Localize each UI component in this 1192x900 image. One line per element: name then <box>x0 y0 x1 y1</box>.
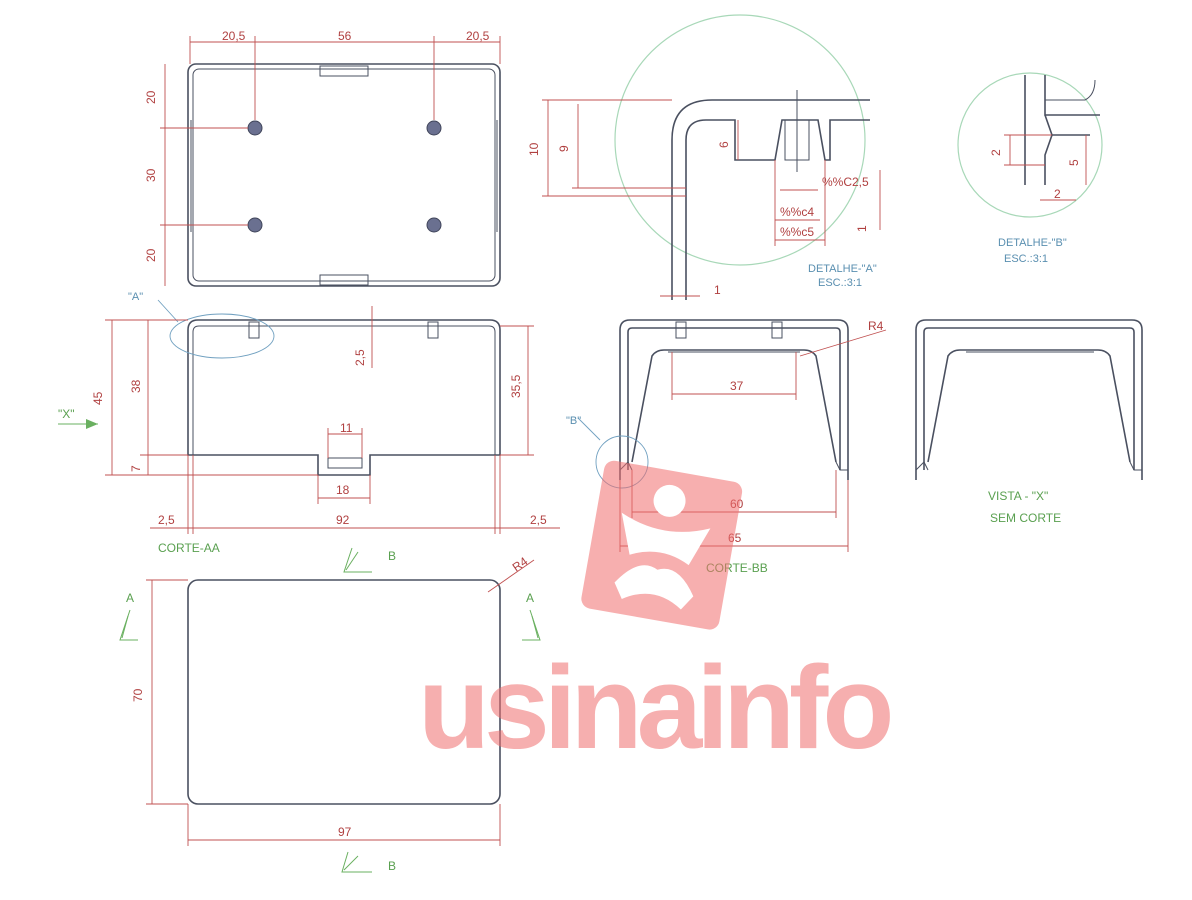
section-marker-b-bottom: B <box>388 859 396 873</box>
dim-20-bottom: 20 <box>144 248 158 262</box>
screw-hole <box>426 120 442 136</box>
dim-c4: %%c4 <box>780 205 814 219</box>
dim-38: 38 <box>129 379 143 393</box>
watermark-text: usinainfo <box>418 642 890 774</box>
dim-11: 11 <box>340 421 353 435</box>
dim-1-right: 1 <box>855 225 869 232</box>
dim-20-top: 20 <box>144 90 158 104</box>
detail-a-title: DETALHE-"A" <box>808 263 877 275</box>
dim-20-5-left: 20,5 <box>222 29 246 43</box>
section-aa-title: CORTE-AA <box>158 541 220 555</box>
dim-c2-5: %%C2,5 <box>822 175 869 189</box>
section-marker-a-left: A <box>126 591 134 605</box>
dim-9: 9 <box>557 145 571 152</box>
dim-7: 7 <box>129 465 143 472</box>
detail-b-title: DETALHE-"B" <box>998 237 1067 249</box>
detail-b-scale: ESC.:3:1 <box>1004 253 1048 265</box>
section-bb: "B" R4 37 60 65 CORTE-BB <box>566 319 887 575</box>
bottom-view-outline <box>187 579 501 805</box>
dim-r4-bb: R4 <box>868 319 884 333</box>
top-view: 20,5 56 20,5 20 30 20 <box>144 29 501 287</box>
view-x-outline <box>915 319 1143 480</box>
dim-35-5: 35,5 <box>509 374 523 398</box>
dim-2-5-left: 2,5 <box>158 513 175 527</box>
dim-20-5-right: 20,5 <box>466 29 490 43</box>
dim-2-left: 2 <box>989 149 1003 156</box>
detail-a: 10 9 6 %%C2,5 %%c4 %%c5 1 1 DETALHE-"A" … <box>527 14 881 300</box>
dim-2-5-right: 2,5 <box>530 513 547 527</box>
detail-a-outline <box>671 99 870 300</box>
detail-b-marker: "B" <box>566 415 581 427</box>
section-marker-a-right: A <box>526 591 534 605</box>
dim-r4-bottom: R4 <box>510 554 531 574</box>
screw-hole <box>247 217 263 233</box>
dim-45: 45 <box>91 391 105 405</box>
section-bb-outline <box>619 319 849 480</box>
dim-1-bottom: 1 <box>714 283 721 297</box>
bottom-view: B B A A R4 70 97 <box>119 547 541 873</box>
dim-56: 56 <box>338 29 352 43</box>
dim-2-5-top: 2,5 <box>353 349 367 366</box>
watermark: usinainfo <box>418 460 896 774</box>
detail-b-circle <box>957 72 1103 218</box>
dim-10: 10 <box>527 142 541 156</box>
dim-92: 92 <box>336 513 350 527</box>
view-x: VISTA - "X" SEM CORTE <box>915 319 1143 525</box>
dim-2-bottom: 2 <box>1054 187 1061 201</box>
dim-30: 30 <box>144 168 158 182</box>
section-marker-b-top: B <box>388 549 396 563</box>
section-aa-outline <box>187 319 501 476</box>
top-view-outline <box>187 63 501 287</box>
watermark-logo-icon <box>581 460 743 630</box>
dim-5: 5 <box>1067 159 1081 166</box>
dim-18: 18 <box>336 483 350 497</box>
view-x-title-line2: SEM CORTE <box>990 511 1061 525</box>
detail-a-circle <box>614 14 866 266</box>
dim-97: 97 <box>338 825 352 839</box>
dim-c5: %%c5 <box>780 225 814 239</box>
screw-hole <box>247 120 263 136</box>
dim-70: 70 <box>131 688 145 702</box>
detail-a-scale: ESC.:3:1 <box>818 277 862 289</box>
dim-6: 6 <box>717 141 731 148</box>
screw-hole <box>426 217 442 233</box>
detail-a-marker: "A" <box>128 291 143 303</box>
dim-37: 37 <box>730 379 744 393</box>
view-x-marker: "X" <box>58 407 75 421</box>
section-aa: "A" "X" 45 38 7 2,5 35,5 11 18 <box>58 291 560 555</box>
detail-b: 2 5 2 DETALHE-"B" ESC.:3:1 <box>957 72 1103 265</box>
view-x-title-line1: VISTA - "X" <box>988 489 1048 503</box>
